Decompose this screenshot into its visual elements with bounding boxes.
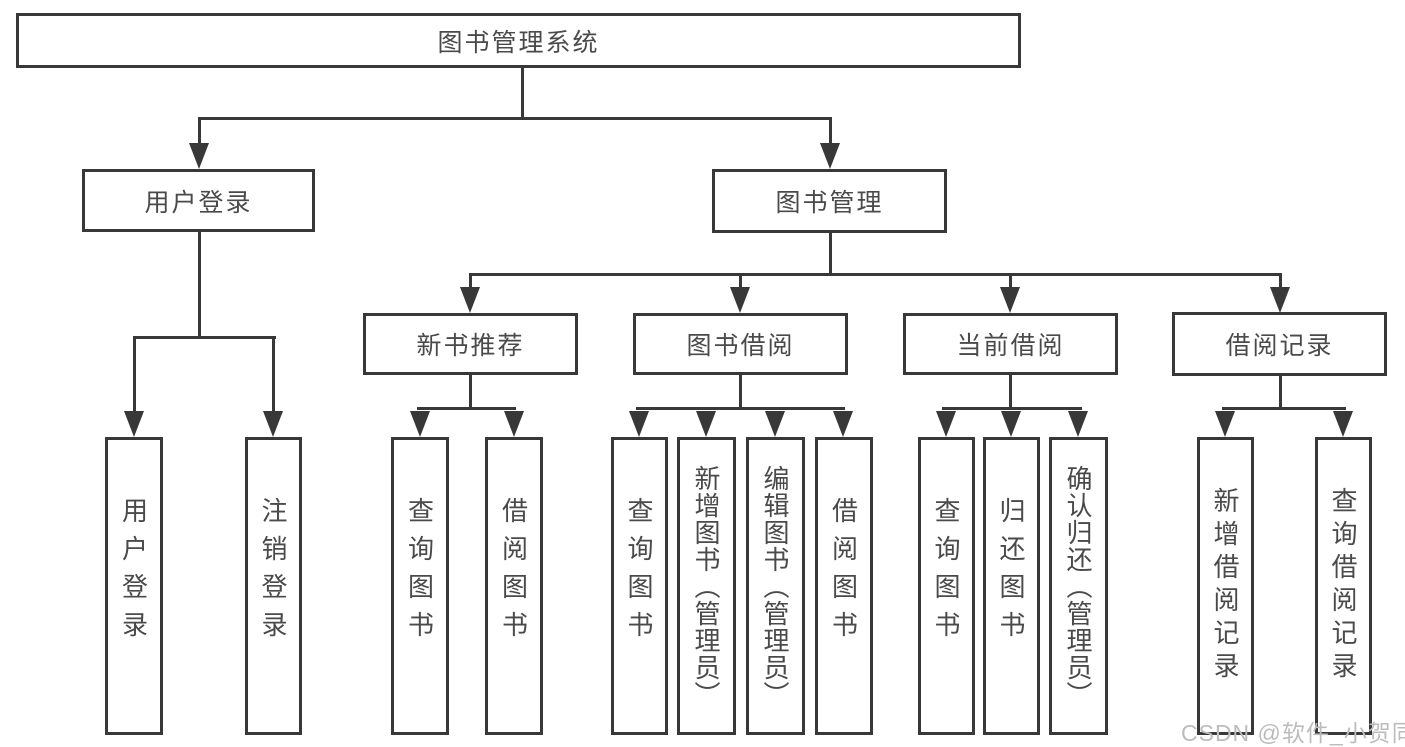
- arrowhead-down-icon: [833, 411, 853, 437]
- connector-line: [133, 336, 136, 413]
- arrowhead-down-icon: [504, 411, 524, 437]
- leaf-add-book-admin: 新增图书（管理员）: [677, 437, 736, 735]
- arrowhead-down-icon: [189, 143, 209, 169]
- leaf-logout: 注销登录: [245, 437, 302, 735]
- connector-line: [739, 273, 742, 289]
- arrowhead-down-icon: [1215, 411, 1235, 437]
- arrowhead-down-icon: [410, 411, 430, 437]
- connector-line: [469, 375, 472, 410]
- leaf-borrow-books-recommend: 借阅图书: [485, 437, 543, 735]
- arrowhead-down-icon: [730, 287, 750, 313]
- connector-line: [1279, 273, 1282, 289]
- arrowhead-down-icon: [696, 411, 716, 437]
- node-book-management: 图书管理: [712, 169, 947, 233]
- leaf-user-login: 用户登录: [105, 437, 163, 735]
- arrowhead-down-icon: [629, 411, 649, 437]
- connector-line: [198, 117, 832, 120]
- connector-line: [417, 407, 516, 410]
- node-user-login: 用户登录: [82, 169, 315, 232]
- connector-line: [1222, 407, 1346, 410]
- arrowhead-down-icon: [1001, 411, 1021, 437]
- connector-line: [1009, 375, 1012, 410]
- connector-line: [521, 68, 524, 120]
- connector-line: [942, 407, 1082, 410]
- leaf-add-borrow-record: 新增借阅记录: [1197, 437, 1254, 735]
- leaf-query-borrow-record: 查询借阅记录: [1315, 437, 1372, 735]
- leaf-query-books-borrow: 查询图书: [611, 437, 668, 735]
- arrowhead-down-icon: [124, 411, 144, 437]
- node-library-management-system: 图书管理系统: [16, 13, 1021, 68]
- arrowhead-down-icon: [1333, 411, 1353, 437]
- node-book-borrow: 图书借阅: [633, 313, 848, 375]
- leaf-borrow-books: 借阅图书: [815, 437, 873, 735]
- leaf-confirm-return-admin: 确认归还（管理员）: [1049, 437, 1108, 735]
- arrowhead-down-icon: [1000, 287, 1020, 313]
- csdn-watermark: CSDN @软件_小贺同学: [1181, 720, 1405, 746]
- connector-line: [272, 336, 275, 413]
- node-borrow-records: 借阅记录: [1172, 312, 1387, 376]
- connector-line: [829, 233, 832, 276]
- connector-line: [1009, 273, 1012, 289]
- arrowhead-down-icon: [936, 411, 956, 437]
- connector-line: [198, 232, 201, 338]
- connector-line: [133, 336, 276, 339]
- arrowhead-down-icon: [1270, 287, 1290, 313]
- arrowhead-down-icon: [263, 411, 283, 437]
- connector-line: [1279, 376, 1282, 410]
- leaf-edit-book-admin: 编辑图书（管理员）: [746, 437, 805, 735]
- leaf-query-books-current: 查询图书: [918, 437, 975, 735]
- arrowhead-down-icon: [820, 143, 840, 169]
- connector-line: [198, 117, 201, 145]
- connector-line: [829, 117, 832, 145]
- connector-line: [636, 407, 845, 410]
- connector-line: [469, 273, 472, 289]
- node-current-borrow: 当前借阅: [903, 313, 1118, 375]
- arrowhead-down-icon: [765, 411, 785, 437]
- node-new-book-recommend: 新书推荐: [363, 313, 578, 375]
- connector-line: [469, 273, 1282, 276]
- connector-line: [739, 375, 742, 410]
- leaf-return-book: 归还图书: [983, 437, 1040, 735]
- arrowhead-down-icon: [1068, 411, 1088, 437]
- leaf-query-books-recommend: 查询图书: [391, 437, 449, 735]
- arrowhead-down-icon: [460, 287, 480, 313]
